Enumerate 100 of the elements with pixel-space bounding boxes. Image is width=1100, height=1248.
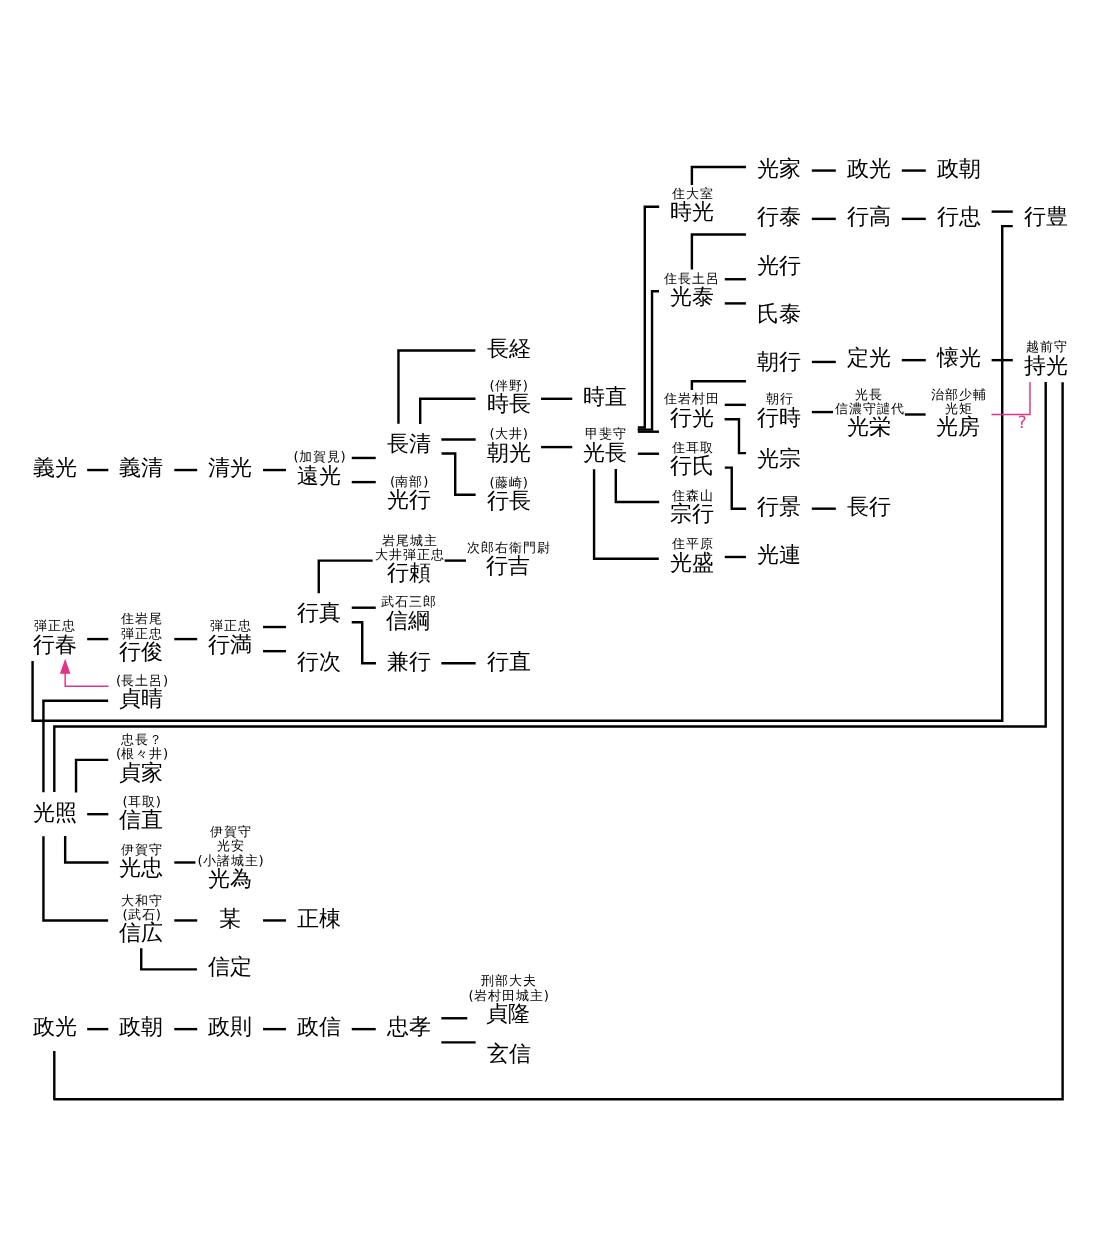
node-text: 行俊 [119, 638, 164, 665]
connector [690, 233, 746, 270]
node-text: 光連 [757, 542, 802, 569]
node-text: 懐光 [937, 345, 982, 372]
node-text: 宗行 [670, 501, 715, 528]
connector [637, 452, 659, 455]
connector [444, 559, 466, 562]
connector [811, 410, 834, 414]
node-text: 貞家 [119, 759, 164, 786]
connector [441, 438, 476, 441]
node-text: 貞晴 [119, 685, 164, 712]
connector [87, 1027, 109, 1031]
connector [174, 919, 198, 922]
node-text: 光房 [936, 414, 981, 441]
connector [397, 349, 476, 424]
node-text: 忠孝 [386, 1014, 431, 1041]
connector [87, 813, 109, 816]
connector [541, 445, 573, 449]
connector [263, 625, 286, 629]
connector [263, 649, 286, 653]
connector [724, 418, 746, 455]
connector [724, 403, 746, 407]
connector [263, 919, 286, 922]
connector [614, 469, 660, 504]
connector [31, 224, 1014, 722]
connector [351, 606, 376, 609]
node-text: 朝行 [757, 349, 802, 376]
node-text: 義光 [32, 455, 77, 482]
node-text: 光泰 [669, 283, 714, 310]
connector [991, 358, 1013, 362]
node-text: 行高 [847, 204, 892, 231]
connector [811, 169, 836, 172]
connector [63, 836, 109, 864]
node-text: 光行 [386, 486, 431, 513]
connector [811, 217, 836, 221]
connector [637, 290, 659, 431]
connector [811, 507, 836, 510]
node-text: 光為 [208, 865, 253, 892]
connector [690, 165, 746, 185]
node-text: 行忠 [937, 204, 982, 231]
node-text: 長行 [847, 493, 892, 520]
node-text: 光行 [757, 252, 802, 279]
connector [53, 381, 1047, 793]
connector [419, 397, 476, 424]
connector [724, 555, 746, 559]
node-text: 時光 [670, 199, 715, 226]
node-text: 行次 [297, 648, 342, 675]
node-text: 光宗 [757, 445, 802, 472]
node-text: 正棟 [297, 905, 342, 932]
node-text: 政光 [847, 155, 892, 182]
connector [637, 430, 659, 433]
connector [637, 205, 660, 429]
node-text: 行豊 [1023, 204, 1068, 231]
edge-label: ? [1017, 412, 1027, 433]
node-text: 行真 [297, 600, 342, 627]
connector [317, 559, 373, 594]
node-text: 持光 [1023, 352, 1068, 379]
connector [174, 637, 198, 641]
node-text: 光家 [757, 155, 802, 182]
connector [811, 360, 836, 364]
node-text: 光盛 [670, 549, 715, 576]
node-text: 行吉 [486, 553, 530, 580]
node-text: 行直 [486, 648, 531, 675]
node-text: 信綱 [386, 607, 431, 634]
connector [441, 1017, 468, 1020]
node-text: 行春 [32, 631, 77, 658]
connector [990, 381, 1031, 416]
connector [901, 217, 926, 221]
connector [441, 1041, 476, 1044]
node-text: 時長 [486, 391, 531, 418]
node-text: 行光 [669, 404, 714, 431]
node-text: 貞隆 [486, 1001, 530, 1028]
connector [991, 210, 1013, 213]
connector [592, 469, 659, 560]
connector [174, 468, 198, 472]
node-text: 兼行 [386, 648, 431, 675]
node-text: 長経 [486, 335, 531, 362]
connector [74, 758, 109, 793]
connector [904, 413, 926, 416]
node-text: 氏泰 [757, 300, 802, 327]
node-text: 定光 [847, 345, 892, 372]
node-text: 光照 [32, 799, 77, 826]
connector [441, 662, 476, 665]
node-text: 光栄 [847, 414, 892, 441]
node-text: 政則 [208, 1014, 253, 1041]
connector [174, 861, 196, 864]
connector [263, 1027, 286, 1031]
node-text: 遠光 [297, 462, 342, 489]
node-text: 長清 [386, 431, 431, 458]
connector [724, 278, 746, 281]
connector [87, 637, 109, 641]
connector [541, 397, 573, 400]
connector [351, 456, 376, 460]
node-text: 光長 [583, 439, 628, 466]
node-text: 清光 [208, 455, 253, 482]
node-text: 義清 [119, 455, 164, 482]
node-text: 政朝 [119, 1014, 164, 1041]
node-text: 行景 [757, 493, 802, 520]
node-text: 行氏 [670, 452, 715, 479]
connector [42, 699, 109, 793]
